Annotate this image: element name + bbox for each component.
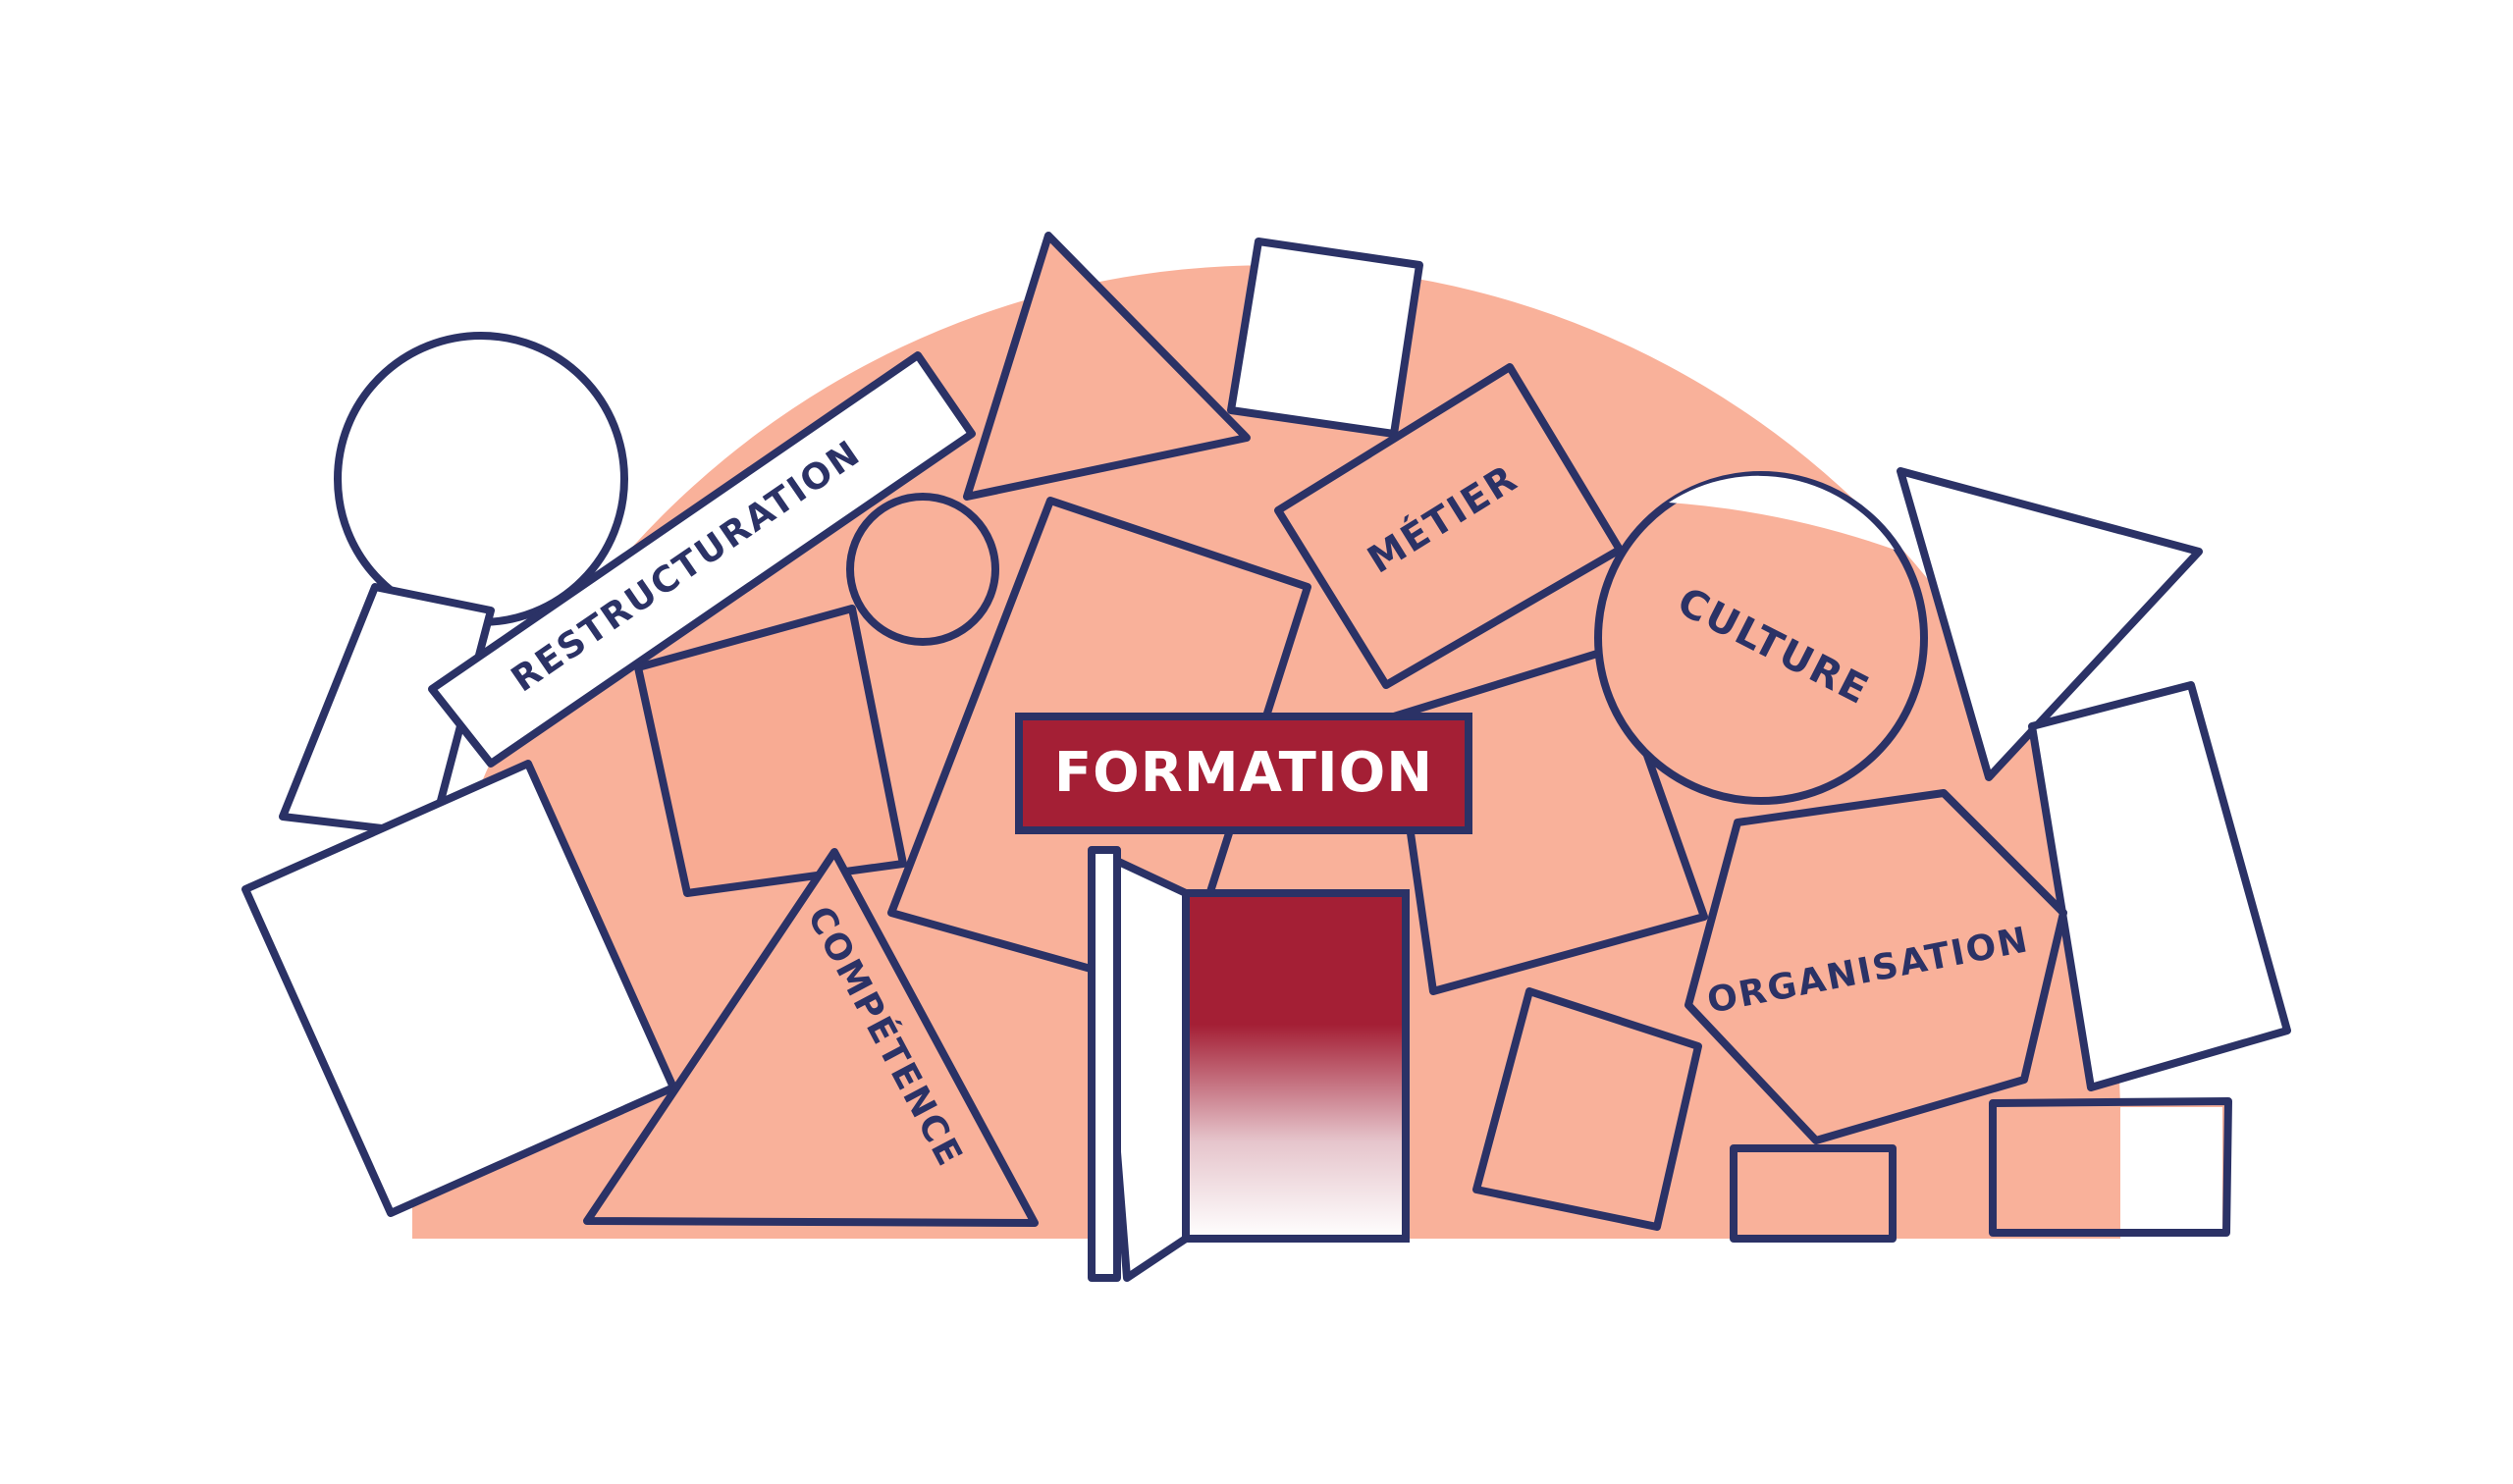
- triangle-shape-right: [1897, 467, 2203, 781]
- square-shape-center-left: [634, 605, 907, 897]
- square-shape-top: [1227, 238, 1423, 438]
- formation-banner: FORMATION: [1015, 713, 1472, 834]
- formation-label: FORMATION: [1054, 741, 1433, 805]
- triangle-shape-top: [963, 232, 1251, 501]
- rect-shape-right-tall: [2028, 681, 2291, 1091]
- circle-shape-small: [846, 493, 999, 646]
- rect-shape-small-bottom: [1730, 1144, 1897, 1243]
- organisation-hexagon: ORGANISATION: [1684, 789, 2067, 1144]
- open-door-icon: [1088, 846, 1410, 1282]
- culture-circle: CULTURE: [1594, 471, 1928, 805]
- rect-shape-bottom-far-right-white: [2120, 1107, 2222, 1229]
- doorway: [1182, 889, 1410, 1243]
- circle-shape-large: [334, 332, 628, 626]
- metier-square: MÉTIER: [1274, 363, 1624, 689]
- door-edge: [1088, 846, 1121, 1282]
- square-shape-bottom-right: [1472, 987, 1702, 1231]
